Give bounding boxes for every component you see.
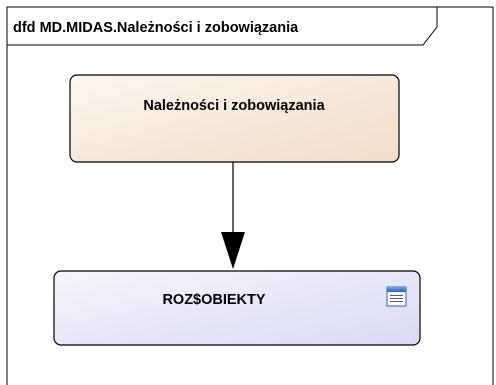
diagram-frame: dfd MD.MIDAS.Należności i zobowiązania <box>6 6 494 385</box>
datastore-node-label: ROZ$OBIEKTY <box>162 292 265 308</box>
process-node-label: Należności i zobowiązania <box>143 98 325 114</box>
frame-title-tab <box>6 6 438 46</box>
datastore-node[interactable]: ROZ$OBIEKTY <box>53 270 421 346</box>
process-node[interactable]: Należności i zobowiązania <box>69 74 400 163</box>
data-flow-connector[interactable] <box>221 162 245 269</box>
frame-title: dfd MD.MIDAS.Należności i zobowiązania <box>13 20 299 36</box>
table-icon <box>386 286 407 307</box>
arrowhead <box>221 232 245 269</box>
